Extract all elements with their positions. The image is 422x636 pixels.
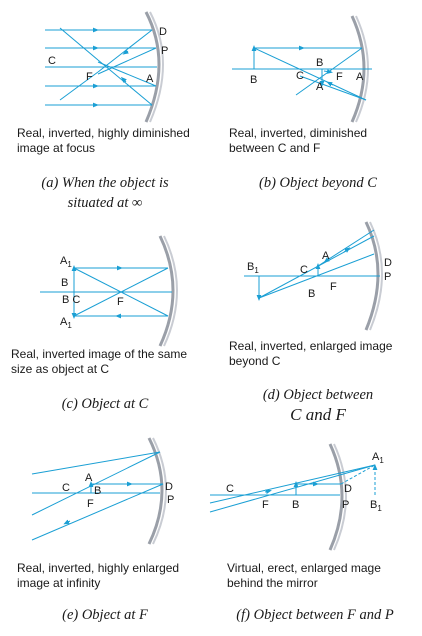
description-d-line2: beyond C	[229, 354, 281, 368]
caption-b: (b) Object beyond C	[218, 173, 418, 193]
mirror-f	[328, 443, 344, 551]
description-b: Real, inverted, diminished between C and…	[229, 126, 419, 156]
diagram-e	[31, 437, 167, 545]
description-b-line2: between C and F	[229, 141, 321, 155]
description-e: Real, inverted, highly enlarged image at…	[17, 561, 217, 591]
label-P-f: P	[342, 499, 349, 511]
diagram-a	[45, 11, 164, 123]
label-A1-f: A1	[372, 451, 384, 465]
description-f-line1: Virtual, erect, enlarged mage	[227, 561, 381, 575]
caption-d-line2: C and F	[290, 405, 346, 424]
label-F-e: F	[87, 498, 94, 510]
label-A1-c: A1	[60, 255, 72, 269]
label-C-d: C	[300, 264, 308, 276]
label-C-b: C	[296, 70, 304, 82]
caption-e-line1: (e) Object at F	[62, 607, 148, 623]
diagram-b	[232, 15, 372, 123]
label-A1b-c: A1	[60, 316, 72, 330]
description-d: Real, inverted, enlarged image beyond C	[229, 339, 419, 369]
description-f: Virtual, erect, enlarged mage behind the…	[227, 561, 419, 591]
description-e-line2: image at infinity	[17, 576, 101, 590]
label-A-b: A	[356, 71, 364, 83]
caption-c-line1: (c) Object at C	[61, 396, 149, 412]
caption-e: (e) Object at F	[5, 605, 205, 625]
label-C-e: C	[62, 482, 70, 494]
description-c-line1: Real, inverted image of the same	[11, 347, 188, 361]
label-D-a: D	[159, 26, 167, 38]
diagram-c	[40, 235, 178, 347]
description-f-line2: behind the mirror	[227, 576, 318, 590]
label-A-e: A	[85, 472, 93, 484]
label-F-d: F	[330, 281, 337, 293]
description-c: Real, inverted image of the same size as…	[11, 347, 216, 377]
caption-f: (f) Object between F and P	[212, 605, 418, 625]
label-F-a: F	[86, 71, 93, 83]
description-d-line1: Real, inverted, enlarged image	[229, 339, 393, 353]
mirror-c	[158, 235, 175, 347]
label-BC-c: B C	[62, 294, 80, 306]
description-a-line2: image at focus	[17, 141, 96, 155]
label-B-e: B	[94, 485, 101, 497]
caption-d: (d) Object between C and F	[218, 385, 418, 425]
label-B-c: B	[61, 277, 68, 289]
label-D-d: D	[384, 257, 392, 269]
caption-b-line1: (b) Object beyond C	[259, 175, 377, 191]
label-A-d: A	[322, 250, 330, 262]
label-P-d: P	[384, 271, 391, 283]
label-B-f: B	[292, 499, 299, 511]
mirror-a	[144, 11, 161, 123]
label-F-c: F	[117, 296, 124, 308]
label-Abot-b: A	[316, 81, 324, 93]
description-a-line1: Real, inverted, highly diminished	[17, 126, 190, 140]
mirror-e	[147, 437, 164, 545]
label-P-a: P	[161, 45, 168, 57]
label-D-f: D	[344, 483, 352, 495]
label-C-a: C	[48, 55, 56, 67]
description-b-line1: Real, inverted, diminished	[229, 126, 368, 140]
description-e-line1: Real, inverted, highly enlarged	[17, 561, 180, 575]
caption-a-line2: situated at ∞	[67, 195, 143, 211]
caption-d-line1: (d) Object between	[262, 387, 374, 403]
label-F-f: F	[262, 499, 269, 511]
description-a: Real, inverted, highly diminished image …	[17, 126, 217, 156]
label-F-b: F	[336, 71, 343, 83]
label-B-b: B	[250, 74, 257, 86]
caption-a: (a) When the object is situated at ∞	[5, 173, 205, 213]
label-B1-d: B1	[247, 261, 259, 275]
label-C-f: C	[226, 483, 234, 495]
caption-f-line1: (f) Object between F and P	[236, 607, 394, 623]
label-B-d: B	[308, 288, 315, 300]
label-P-e: P	[167, 494, 174, 506]
caption-a-line1: (a) When the object is	[41, 175, 169, 191]
diagram-f	[209, 443, 378, 551]
label-Btop-b: B	[316, 57, 323, 69]
diagram-d	[244, 221, 383, 331]
label-D-e: D	[165, 481, 173, 493]
label-A-a: A	[146, 73, 154, 85]
description-c-line2: size as object at C	[11, 362, 110, 376]
label-B1-f: B1	[370, 499, 382, 513]
caption-c: (c) Object at C	[5, 394, 205, 414]
